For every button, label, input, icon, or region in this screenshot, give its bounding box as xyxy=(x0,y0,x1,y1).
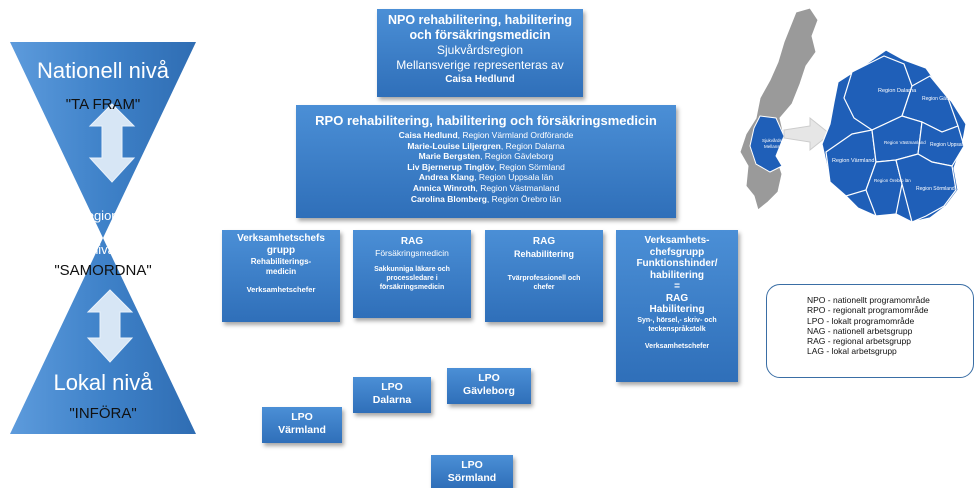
rpo-member: Annica Winroth, Region Västmanland xyxy=(296,183,676,194)
verksamhetschefsgrupp-rehab-box: Verksamhetschefs grupp Rehabiliterings- … xyxy=(222,230,340,322)
rag-forsakringsmedicin-box: RAG Försäkringsmedicin Sakkunniga läkare… xyxy=(353,230,471,318)
rpo-member: Liv Bjernerup Tinglöv, Region Sörmland xyxy=(296,162,676,173)
hourglass-shape xyxy=(10,42,196,434)
hourglass-diagram: Nationell nivå "TA FRAM" Regional nivå "… xyxy=(10,40,196,436)
rpo-member-region: , Region Gävleborg xyxy=(480,151,554,162)
legend-item: RPO - regionalt programområde xyxy=(807,305,929,316)
legend-item: NPO - nationellt programområde xyxy=(807,295,930,305)
verksamhetschefsgrupp-habilitering-box: Verksamhets- chefsgrupp Funktionshinder/… xyxy=(616,230,738,382)
rpo-member-name: Marie-Louise Liljergren xyxy=(407,140,501,151)
rag-rehabilitering-box: RAG Rehabilitering Tvärprofessionell och… xyxy=(485,230,603,322)
rpo-member: Marie-Louise Liljergren, Region Dalarna xyxy=(296,141,676,152)
regional-level-line2: nivå xyxy=(91,242,115,257)
up-down-arrow-icon xyxy=(88,103,136,183)
svg-text:Region Västmanland: Region Västmanland xyxy=(884,140,926,145)
national-level-quote: "TA FRAM" xyxy=(65,96,141,113)
rpo-member-name: Carolina Blomberg xyxy=(410,193,487,204)
local-level-quote: "INFÖRA" xyxy=(69,405,137,422)
highlighted-region-shape xyxy=(749,115,785,173)
rpo-member-name: Annica Winroth xyxy=(412,182,476,193)
sweden-region-map: Sjukvårdsregion Mellansverige Region Dal… xyxy=(726,6,974,238)
regional-level-line1: Regional xyxy=(77,208,129,223)
abbreviation-legend: NPO - nationellt programområde RPO - reg… xyxy=(766,284,974,378)
svg-text:Region Dalarna: Region Dalarna xyxy=(878,88,917,94)
rpo-box: RPO rehabilitering, habilitering och för… xyxy=(296,105,676,218)
rpo-member-name: Liv Bjernerup Tinglöv xyxy=(407,161,495,172)
rpo-member-region: , Region Uppsala län xyxy=(474,172,554,183)
lpo-varmland-box: LPO Värmland xyxy=(262,407,342,443)
rpo-member-region: , Region Örebro län xyxy=(486,193,562,204)
svg-text:Region Örebro län: Region Örebro län xyxy=(874,177,911,183)
rpo-member-list: Caisa Hedlund, Region Värmland Ordförand… xyxy=(296,130,676,204)
up-down-arrow-icon xyxy=(86,289,134,363)
rpo-member-region: , Region Värmland Ordförande xyxy=(457,130,574,140)
rpo-member-region: , Region Västmanland xyxy=(475,182,560,193)
enlarged-regions xyxy=(821,49,967,223)
lpo-sormland-box: LPO Sörmland xyxy=(431,455,513,488)
svg-text:Region Värmland: Region Värmland xyxy=(832,158,875,164)
rpo-member-name: Caisa Hedlund xyxy=(398,130,458,140)
rpo-member: Caisa Hedlund, Region Värmland Ordförand… xyxy=(296,130,676,141)
legend-item: LPO - lokalt programområde xyxy=(807,315,915,326)
local-level-title: Lokal nivå xyxy=(53,370,153,395)
rpo-member-region: , Region Dalarna xyxy=(500,140,565,151)
svg-text:Region Sörmland: Region Sörmland xyxy=(916,186,955,192)
arrow-right-icon xyxy=(783,116,831,152)
lpo-gavleborg-box: LPO Gävleborg xyxy=(447,368,531,404)
legend-item: RAG - regional arbetsgrupp xyxy=(807,336,911,347)
legend-item: NAG - nationell arbetsgrupp xyxy=(807,325,913,336)
rpo-member-region: , Region Sörmland xyxy=(494,161,565,172)
rpo-member: Marie Bergsten, Region Gävleborg xyxy=(296,151,676,162)
svg-text:Sjukvårdsregion: Sjukvårdsregion xyxy=(762,137,795,143)
rpo-member: Carolina Blomberg, Region Örebro län xyxy=(296,194,676,205)
rpo-member-name: Andrea Klang xyxy=(418,172,475,183)
regional-level-quote: "SAMORDNA" xyxy=(54,262,152,279)
svg-text:Mellansverige: Mellansverige xyxy=(764,144,792,149)
npo-box: NPO rehabilitering, habilitering och för… xyxy=(377,9,583,97)
legend-item: LAG - lokal arbetsgrupp xyxy=(807,346,897,357)
rpo-member: Andrea Klang, Region Uppsala län xyxy=(296,172,676,183)
svg-text:Region Uppsala: Region Uppsala xyxy=(930,142,966,148)
rpo-title: RPO rehabilitering, habilitering och för… xyxy=(315,113,657,128)
rpo-member-name: Marie Bergsten xyxy=(418,151,481,162)
lpo-dalarna-box: LPO Dalarna xyxy=(353,377,431,413)
svg-text:Region Gävleborg: Region Gävleborg xyxy=(922,96,963,102)
map-graphic: Sjukvårdsregion Mellansverige Region Dal… xyxy=(739,7,967,223)
national-level-title: Nationell nivå xyxy=(36,58,170,83)
